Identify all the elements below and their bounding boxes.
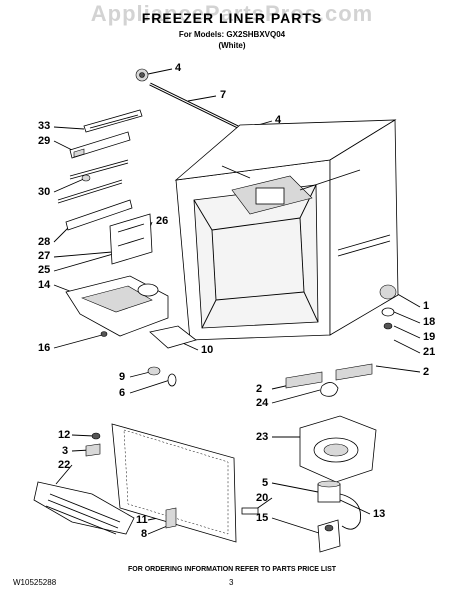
rod-assembly [135,68,251,138]
callout-29: 29 [38,135,51,147]
callout-33: 33 [38,120,51,132]
damper-parts [379,284,397,330]
foam-pads [285,363,373,389]
page-number: 3 [229,578,234,587]
model-subtitle: For Models: GX2SHBXVQ04 [178,30,286,39]
freezer-liner [174,119,399,341]
small-fasteners [100,325,197,387]
watermark: AppliancePartsPros.com [90,1,374,26]
callout-1: 1 [423,300,430,312]
fan-shroud [299,382,377,483]
callout-5: 5 [262,477,269,489]
callout-6: 6 [119,387,126,399]
callout-13: 13 [373,508,386,520]
callout-3: 3 [62,445,69,457]
callout-19: 19 [423,331,436,343]
callout-18: 18 [423,316,436,328]
callout-28: 28 [38,236,51,248]
callout-7: 7 [220,89,227,101]
callout-24: 24 [256,397,269,409]
callout-9: 9 [119,371,126,383]
callout-4: 4 [275,114,282,126]
callout-8: 8 [141,528,148,540]
callout-22: 22 [58,459,71,471]
fan-motor [317,480,362,553]
callout-20: 20 [256,492,269,504]
callout-25: 25 [38,264,51,276]
evaporator-cover [33,423,259,543]
callout-16: 16 [38,342,51,354]
callout-11: 11 [136,514,148,526]
callout-15: 15 [256,512,269,524]
callout-4: 4 [175,62,182,74]
callout-14: 14 [38,279,51,291]
left-rails [57,109,143,231]
callout-30: 30 [38,186,51,198]
color-subtitle: (White) [218,41,246,50]
callout-12: 12 [58,429,71,441]
callout-10: 10 [201,344,214,356]
callout-21: 21 [423,346,436,358]
side-bracket [109,213,153,265]
callout-2: 2 [423,366,430,378]
callout-2: 2 [256,383,263,395]
control-housing [65,275,169,337]
page-title: FREEZER LINER PARTS [141,10,323,26]
callout-27: 27 [38,250,51,262]
callout-26: 26 [156,215,169,227]
ordering-note: FOR ORDERING INFORMATION REFER TO PARTS … [127,566,337,573]
document-number: W10525288 [13,578,57,587]
callout-23: 23 [256,431,269,443]
